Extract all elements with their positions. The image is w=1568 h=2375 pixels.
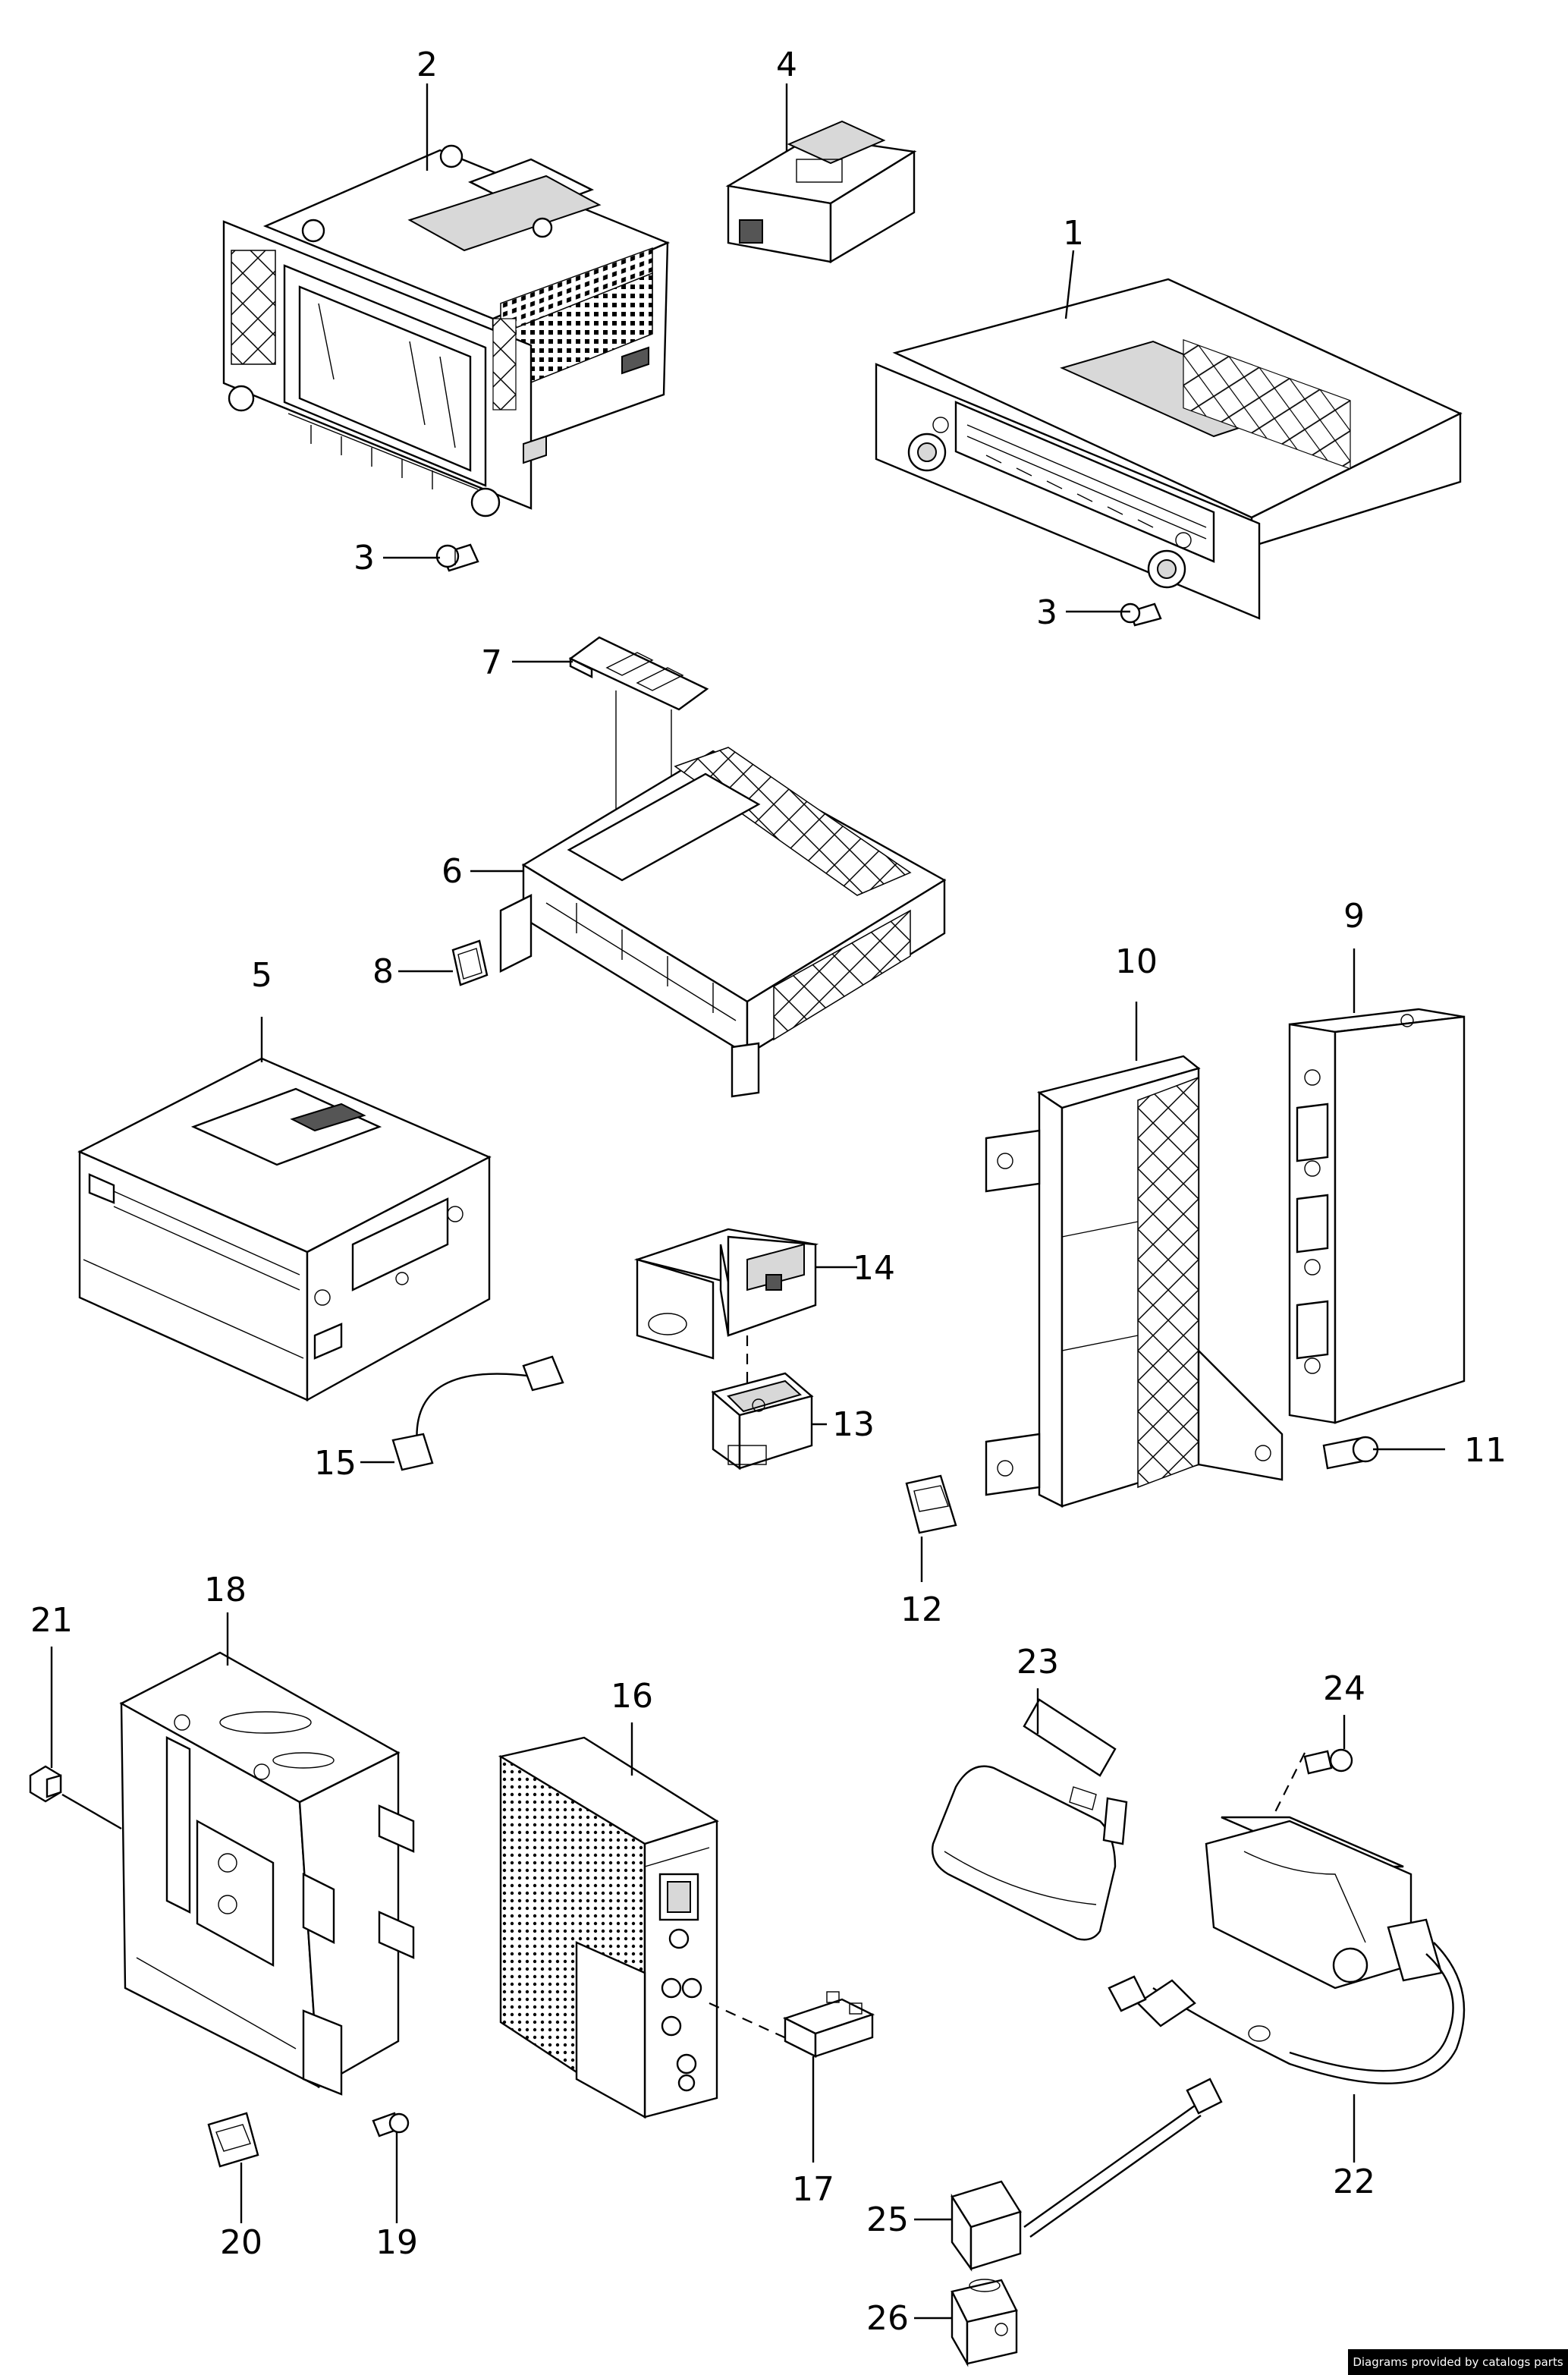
callout-4: 4 [776,46,797,84]
part-10-mounting-bracket[interactable] [985,1055,1284,1508]
callout-8: 8 [372,952,394,991]
callout-9: 9 [1343,897,1365,936]
callout-19: 19 [376,2223,418,2262]
callout-3-left: 3 [354,539,375,577]
callout-10: 10 [1115,942,1158,981]
callout-15: 15 [314,1444,357,1483]
callout-7: 7 [481,643,502,682]
part-24-screw[interactable] [1303,1748,1353,1775]
part-19-screw[interactable] [372,2112,410,2138]
part-3-screw-left[interactable] [435,543,479,572]
callout-2: 2 [416,46,438,84]
part-3-screw-right[interactable] [1120,602,1162,627]
part-15-cable[interactable] [391,1355,564,1471]
callout-1: 1 [1063,214,1084,253]
part-2-navigation-unit[interactable] [222,144,671,517]
part-23-cover[interactable] [932,1698,1128,1941]
part-4-module[interactable] [725,120,917,264]
callout-20: 20 [220,2223,262,2262]
part-22-actuator-harness[interactable] [1108,1816,1466,2084]
callout-18: 18 [204,1571,247,1609]
part-17-connector[interactable] [782,1991,875,2058]
part-5-cd-changer[interactable] [77,1057,492,1402]
part-7-clip[interactable] [568,636,709,711]
leader-lines [50,83,1445,2320]
callout-25: 25 [866,2200,909,2239]
part-26-cap[interactable] [951,2279,1018,2367]
callout-26: 26 [866,2299,909,2338]
part-20-clip[interactable] [207,2112,259,2168]
part-6-bracket-frame[interactable] [499,747,947,1098]
callout-14: 14 [853,1249,895,1288]
part-13-control-module[interactable] [711,1372,814,1471]
assembly-line [709,2002,793,2043]
assembly-line [1266,1752,1306,1829]
part-16-control-module[interactable] [498,1736,719,2119]
callout-21: 21 [30,1601,73,1640]
part-11-bolt[interactable] [1322,1436,1379,1470]
part-9-amplifier[interactable] [1288,1008,1466,1424]
callout-11: 11 [1464,1431,1507,1470]
callout-6: 6 [441,852,463,891]
part-14-holder-bracket[interactable] [633,1228,819,1360]
attribution-footer: Diagrams provided by catalogs parts [1348,2349,1568,2375]
part-18-mounting-bracket[interactable] [119,1651,415,2096]
part-1-radio-unit[interactable] [875,278,1463,620]
part-12-clip[interactable] [905,1474,957,1534]
callout-17: 17 [792,2170,834,2209]
part-8-pad[interactable] [451,939,489,986]
callout-23: 23 [1017,1643,1059,1681]
part-21-nut[interactable] [29,1765,62,1803]
callout-3-right: 3 [1036,593,1057,632]
part-25-sensor[interactable] [951,2078,1223,2272]
callout-12: 12 [900,1590,943,1629]
callout-24: 24 [1323,1669,1365,1708]
callout-16: 16 [611,1677,653,1716]
callout-labels: 1 2 3 3 4 5 6 7 8 9 10 11 12 13 14 15 16… [30,46,1507,2338]
callout-22: 22 [1333,2163,1375,2201]
callout-5: 5 [251,956,272,995]
callout-13: 13 [832,1405,875,1444]
